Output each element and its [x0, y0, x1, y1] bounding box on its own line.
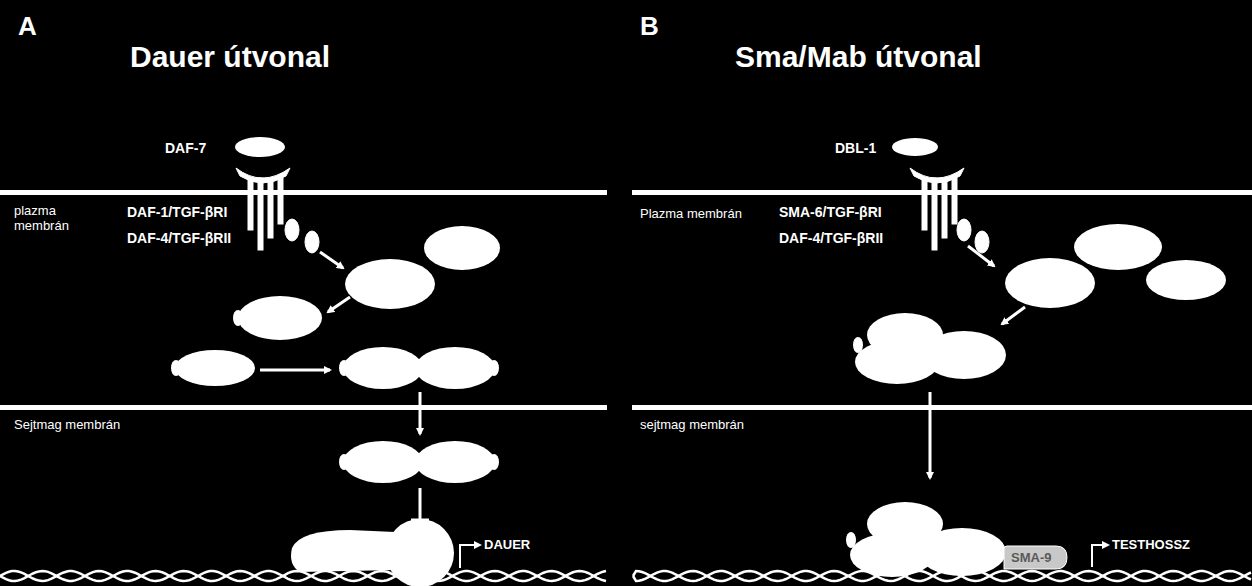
panel-letter: B [640, 12, 659, 42]
transcription-factor: SMA-9 [1003, 545, 1068, 570]
panel-title: Dauer útvonal [130, 40, 330, 75]
pathway-label: DAF-1/TGF-βRI [127, 204, 227, 220]
pathway-label: TESTHOSSZ [1112, 538, 1190, 553]
panel-title: Sma/Mab útvonal [735, 40, 982, 75]
factor-name: SMA-9 [1011, 550, 1052, 565]
pathway-label: DAF-4/TGF-βRII [127, 230, 231, 246]
pathway-label: DAF-4/TGF-βRII [779, 230, 883, 246]
pathway-label: DBL-1 [835, 140, 876, 156]
pathway-label: plazma membrán [14, 204, 84, 234]
pathway-label: DAUER [484, 538, 530, 553]
panel-letter: A [18, 12, 37, 42]
pathway-label: DAF-7 [165, 140, 206, 156]
pathway-label: sejtmag membrán [640, 418, 744, 433]
pathway-label: Sejtmag membrán [14, 418, 120, 433]
pathway-label: Plazma membrán [640, 207, 742, 222]
pathway-label: SMA-6/TGF-βRI [779, 204, 882, 220]
